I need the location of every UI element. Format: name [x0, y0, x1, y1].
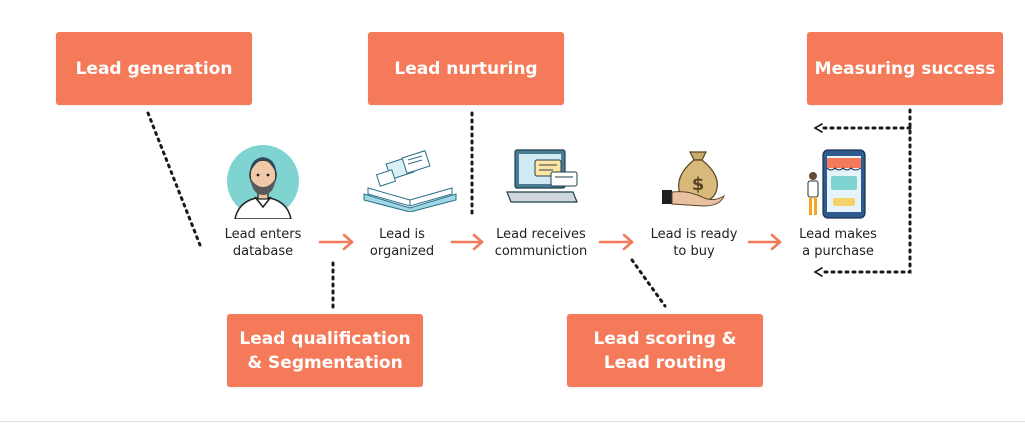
lead-nurturing-box: Lead nurturing	[368, 32, 564, 105]
laptop-messages-icon	[506, 149, 578, 203]
lead-generation-label: Lead generation	[75, 58, 233, 79]
step-is-organized: Lead is organized	[369, 227, 435, 259]
lead-generation-box: Lead generation	[56, 32, 252, 105]
money-bag-hand-icon: $	[662, 151, 726, 207]
bearded-person-icon	[227, 145, 299, 219]
step-enters-database: Lead enters database	[224, 227, 302, 259]
lead-scoring-box: Lead scoring & Lead routing	[567, 314, 763, 387]
step-ready-to-buy: Lead is ready to buy	[650, 227, 738, 259]
return-arrow-head-top	[813, 123, 823, 133]
lead-scoring-connector	[630, 258, 667, 308]
open-book-icon	[363, 150, 457, 212]
return-arrow-head-bottom	[813, 267, 823, 277]
measuring-success-label: Measuring success	[814, 58, 996, 79]
lead-qualification-box: Lead qualification & Segmentation	[227, 314, 423, 387]
lead-nurturing-label: Lead nurturing	[394, 58, 538, 79]
lead-qualification-label: Lead qualification & Segmentation	[239, 328, 411, 373]
bottom-divider	[0, 421, 1025, 422]
lead-scoring-label: Lead scoring & Lead routing	[593, 328, 737, 373]
svg-text:$: $	[692, 174, 705, 195]
flow-arrow-3	[598, 233, 634, 251]
flow-arrow-4	[747, 233, 782, 251]
flow-arrow-1	[318, 233, 354, 251]
flow-arrow-2	[450, 233, 484, 251]
measuring-success-connector	[818, 108, 912, 274]
measuring-success-box: Measuring success	[807, 32, 1003, 105]
step-receives-communication: Lead receives communiction	[494, 227, 588, 259]
phone-shop-icon	[807, 149, 866, 219]
lead-generation-connector	[146, 111, 202, 247]
step-makes-purchase: Lead makes a purchase	[799, 227, 877, 259]
